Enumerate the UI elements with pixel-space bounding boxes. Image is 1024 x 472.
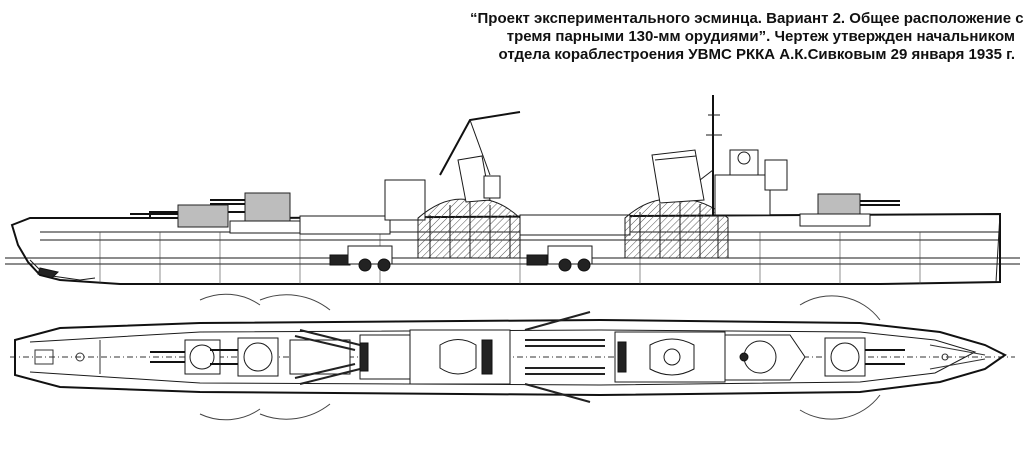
plan-view	[10, 293, 1015, 421]
plan-bow-details	[929, 344, 986, 370]
plan-turret-superfiring	[210, 337, 279, 377]
hull-plan-outline	[14, 318, 1007, 397]
turret-forward	[799, 193, 900, 227]
aft-torpedo-deck	[417, 198, 521, 259]
fwd-funnel	[651, 149, 705, 204]
plan-torpedo-tubes-aft	[294, 329, 361, 385]
aft-funnel	[457, 155, 491, 203]
bridge-superstructure	[699, 95, 788, 216]
plan-stern-details	[34, 340, 101, 374]
plan-torpedo-tubes-mid	[524, 311, 605, 403]
aa-mounts-aft	[329, 245, 393, 272]
caption-line-1: “Проект экспериментального эсминца. Вари…	[470, 10, 1024, 27]
turret-aft	[130, 204, 229, 228]
drawing-caption: “Проект экспериментального эсминца. Вари…	[470, 10, 1024, 64]
plan-turret-forward	[824, 337, 905, 377]
aa-mounts-fwd	[526, 245, 593, 272]
caption-line-2: тремя парными 130-мм орудиями”. Чертеж у…	[506, 28, 1015, 45]
plan-bridge	[724, 334, 806, 381]
caption-line-3: отдела кораблестроения УВМС РККА А.К.Сив…	[498, 46, 1015, 63]
plan-turret-aft	[150, 339, 221, 375]
side-elevation	[5, 95, 1020, 285]
firing-arcs	[199, 293, 881, 421]
